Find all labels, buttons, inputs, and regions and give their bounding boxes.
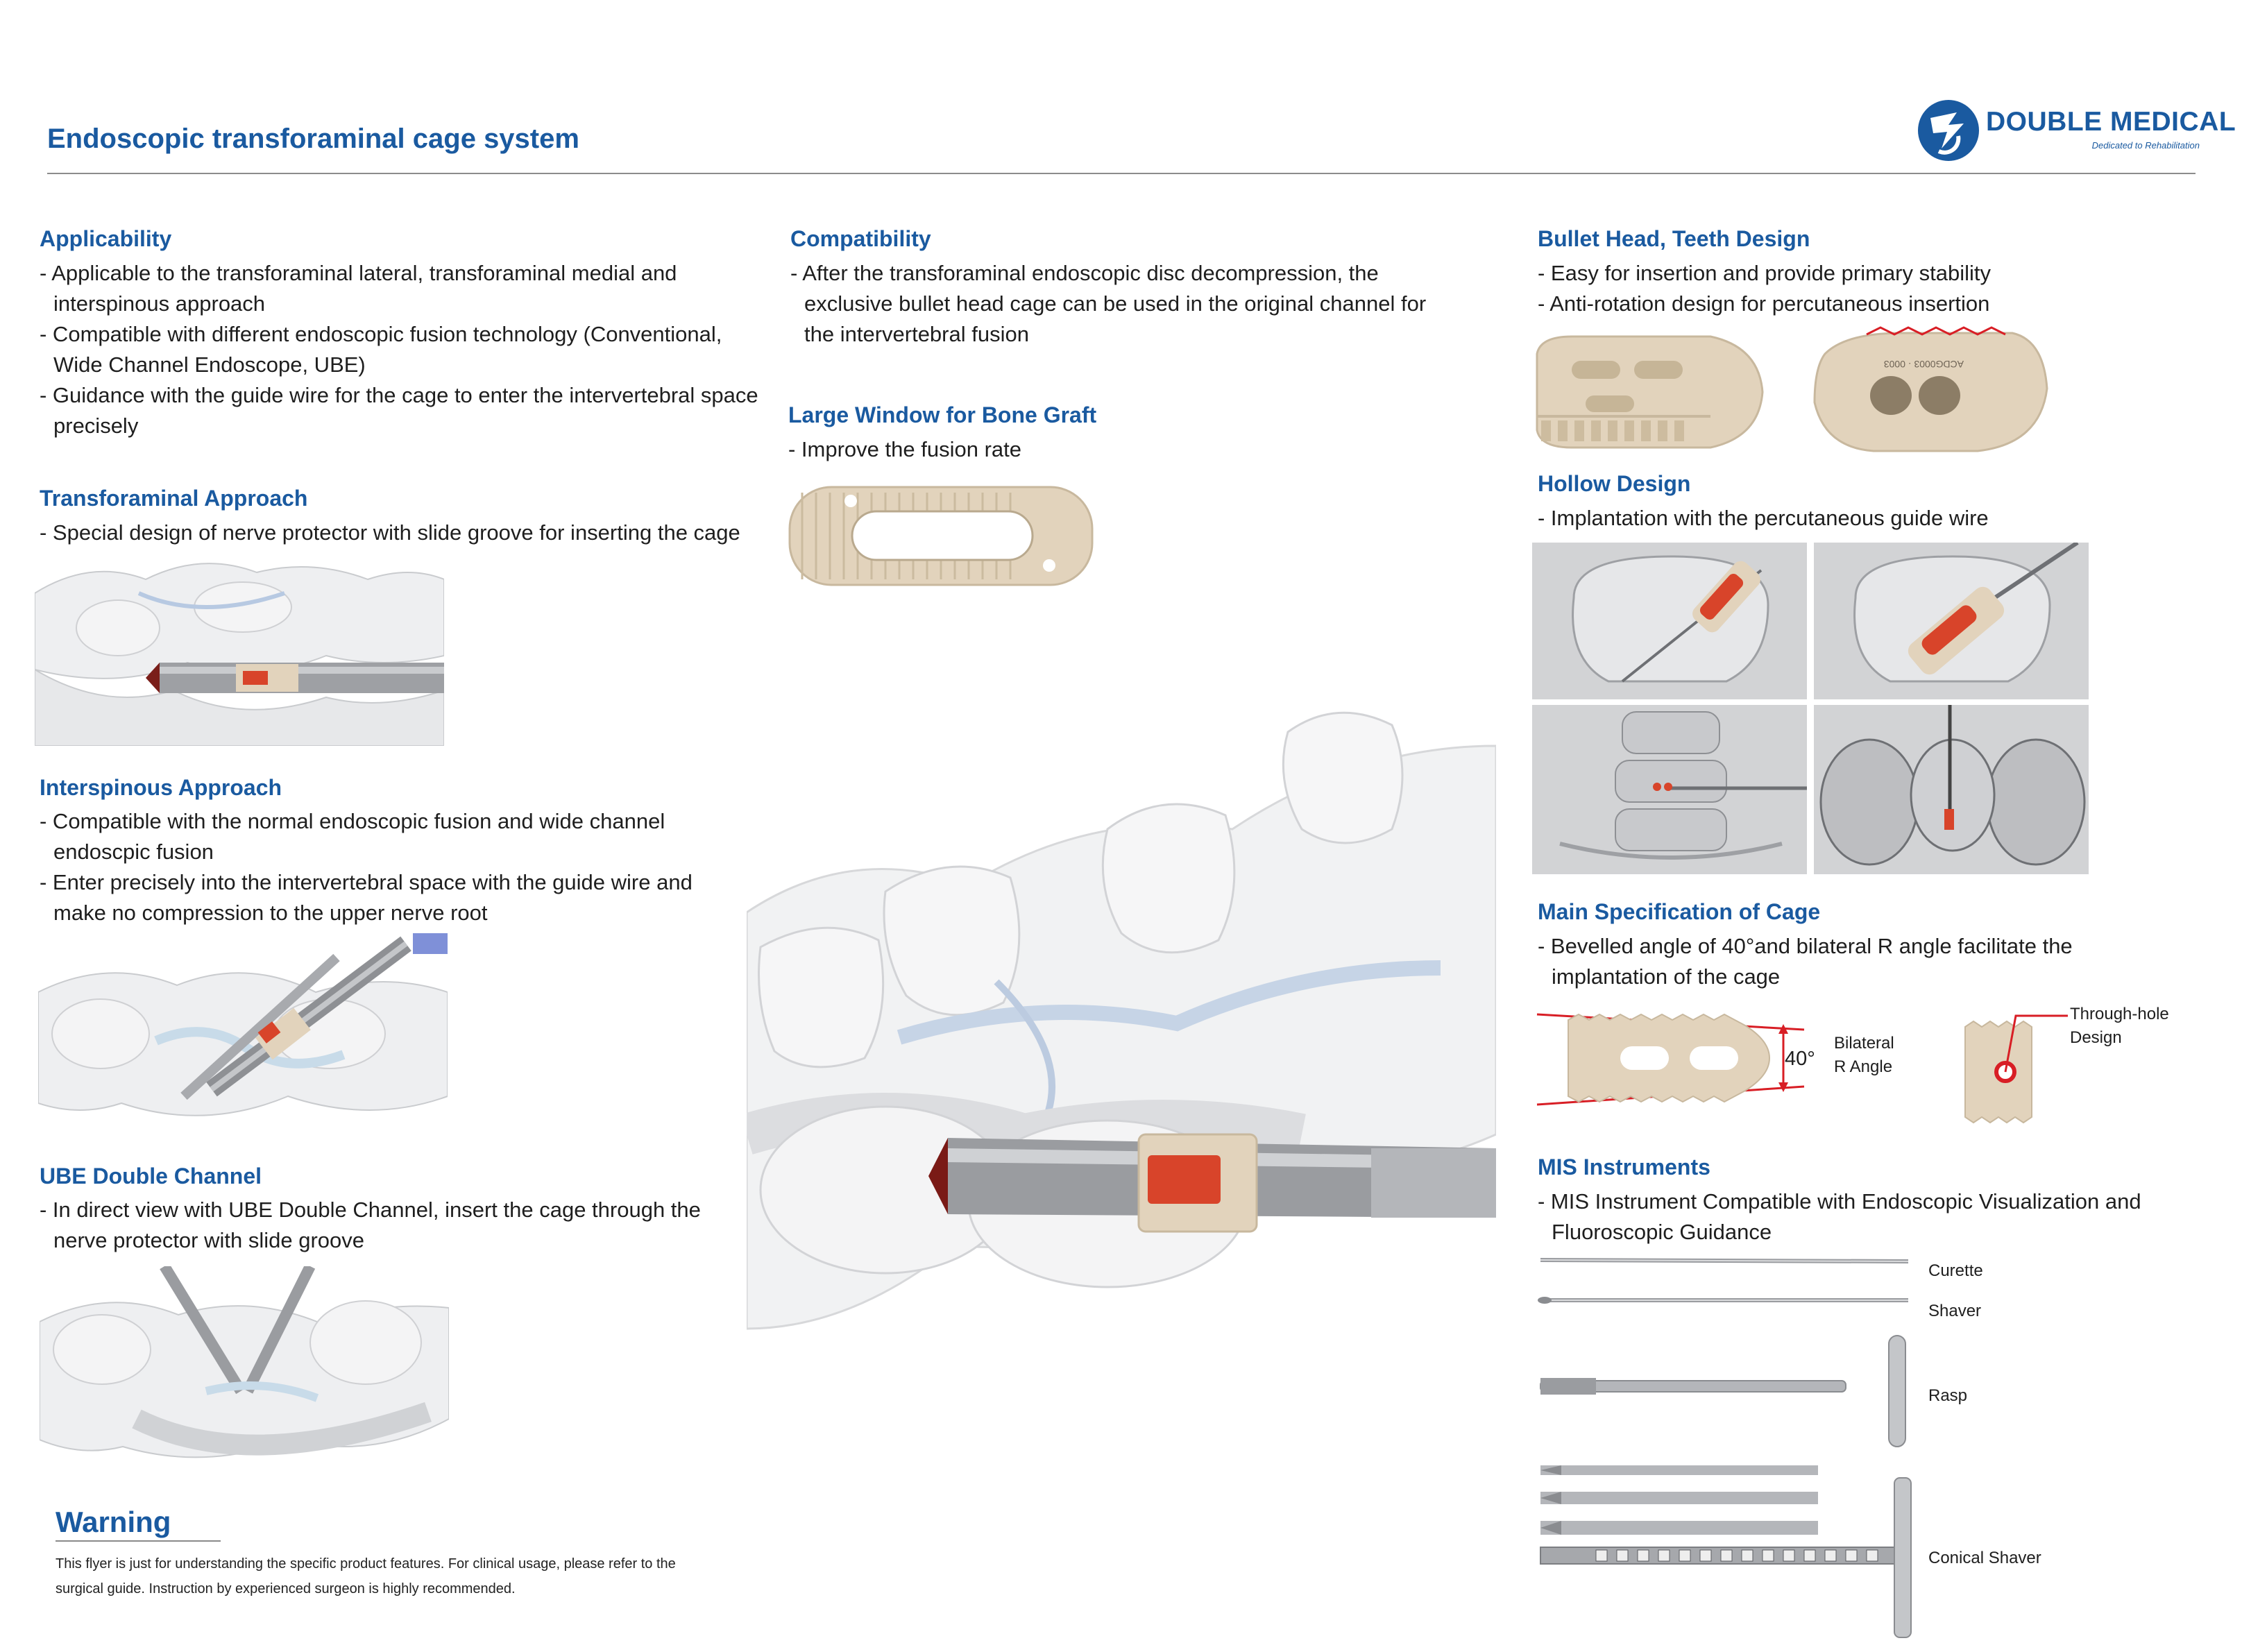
warning-heading: Warning <box>56 1506 171 1538</box>
angle-label: 40° <box>1785 1048 1815 1070</box>
large-window-heading: Large Window for Bone Graft <box>788 402 1097 427</box>
logo-tagline: Dedicated to Rehabilitation <box>2091 140 2200 151</box>
interspinous-item: - Compatible with the normal endoscopic … <box>40 809 665 864</box>
transforaminal-heading: Transforaminal Approach <box>40 486 308 511</box>
through-hole-label-line1: Through-hole <box>2070 1005 2169 1023</box>
transforaminal-list: - Special design of nerve protector with… <box>40 518 789 548</box>
interspinous-heading: Interspinous Approach <box>40 775 282 800</box>
applicability-item: - Guidance with the guide wire for the c… <box>40 383 758 438</box>
bullet-head-item: - Anti-rotation design for percutaneous … <box>1538 291 1990 316</box>
svg-text:ACDG0003 · 0003: ACDG0003 · 0003 <box>1884 359 1964 370</box>
bullet-head-list: - Easy for insertion and provide primary… <box>1538 258 2204 319</box>
through-hole-diagram <box>1957 999 2068 1127</box>
main-spec-list: - Bevelled angle of 40°and bilateral R a… <box>1538 931 2176 992</box>
compatibility-item: - After the transforaminal endoscopic di… <box>790 261 1427 346</box>
large-window-item: - Improve the fusion rate <box>788 437 1021 461</box>
mis-list: - MIS Instrument Compatible with Endosco… <box>1538 1186 2204 1247</box>
shaver-label: Shaver <box>1928 1302 1982 1320</box>
bullet-head-heading: Bullet Head, Teeth Design <box>1538 226 1810 251</box>
hollow-design-image-2 <box>1814 543 2089 699</box>
interspinous-illustration <box>38 930 448 1134</box>
interspinous-item: - Enter precisely into the intervertebra… <box>40 870 693 925</box>
compatibility-list: - After the transforaminal endoscopic di… <box>790 258 1457 350</box>
bilateral-label-line1: Bilateral <box>1834 1034 1894 1053</box>
bilateral-label-line2: R Angle <box>1834 1057 1893 1076</box>
large-window-cage-image <box>788 486 1094 586</box>
ube-list: - In direct view with UBE Double Channel… <box>40 1195 706 1256</box>
hollow-heading: Hollow Design <box>1538 471 1691 496</box>
hollow-design-image-1 <box>1532 543 1807 699</box>
bullet-head-item: - Easy for insertion and provide primary… <box>1538 261 1991 285</box>
warning-divider <box>56 1540 221 1542</box>
through-hole-label-line2: Design <box>2070 1028 2122 1047</box>
hollow-list: - Implantation with the percutaneous gui… <box>1538 503 2204 534</box>
main-spine-illustration <box>747 704 1496 1374</box>
page-title: Endoscopic transforaminal cage system <box>47 124 579 154</box>
main-spec-item: - Bevelled angle of 40°and bilateral R a… <box>1538 934 2073 989</box>
mis-item: - MIS Instrument Compatible with Endosco… <box>1538 1189 2141 1244</box>
logo-name: DOUBLE MEDICAL <box>1986 107 2236 137</box>
mis-heading: MIS Instruments <box>1538 1155 1710 1180</box>
ube-illustration <box>40 1266 449 1471</box>
hollow-item: - Implantation with the percutaneous gui… <box>1538 506 1989 530</box>
main-spec-heading: Main Specification of Cage <box>1538 899 1821 924</box>
bullet-head-cage-front: ACDG0003 · 0003 <box>1804 326 2054 458</box>
large-window-list: - Improve the fusion rate <box>788 434 1454 465</box>
header-divider <box>47 173 2196 174</box>
mis-instruments-image <box>1534 1249 1922 1651</box>
conical-shaver-label: Conical Shaver <box>1928 1549 2041 1567</box>
company-logo: DOUBLE MEDICAL Dedicated to Rehabilitati… <box>1915 97 2236 167</box>
applicability-heading: Applicability <box>40 226 172 251</box>
ube-item: - In direct view with UBE Double Channel… <box>40 1198 701 1252</box>
transforaminal-illustration <box>35 552 444 746</box>
rasp-label: Rasp <box>1928 1386 1968 1405</box>
warning-text: This flyer is just for understanding the… <box>56 1556 676 1596</box>
double-medical-logo-icon <box>1918 100 1979 161</box>
cage-angle-diagram <box>1530 999 1926 1124</box>
compatibility-heading: Compatibility <box>790 226 931 251</box>
transforaminal-item: - Special design of nerve protector with… <box>40 520 740 545</box>
hollow-design-image-3 <box>1532 705 1807 874</box>
interspinous-list: - Compatible with the normal endoscopic … <box>40 806 706 928</box>
applicability-list: - Applicable to the transforaminal later… <box>40 258 761 441</box>
hollow-design-image-4 <box>1814 705 2089 874</box>
ube-heading: UBE Double Channel <box>40 1164 262 1189</box>
applicability-item: - Applicable to the transforaminal later… <box>40 261 677 316</box>
curette-label: Curette <box>1928 1261 1983 1280</box>
applicability-item: - Compatible with different endoscopic f… <box>40 322 722 377</box>
bullet-head-cage-side <box>1530 333 1766 451</box>
